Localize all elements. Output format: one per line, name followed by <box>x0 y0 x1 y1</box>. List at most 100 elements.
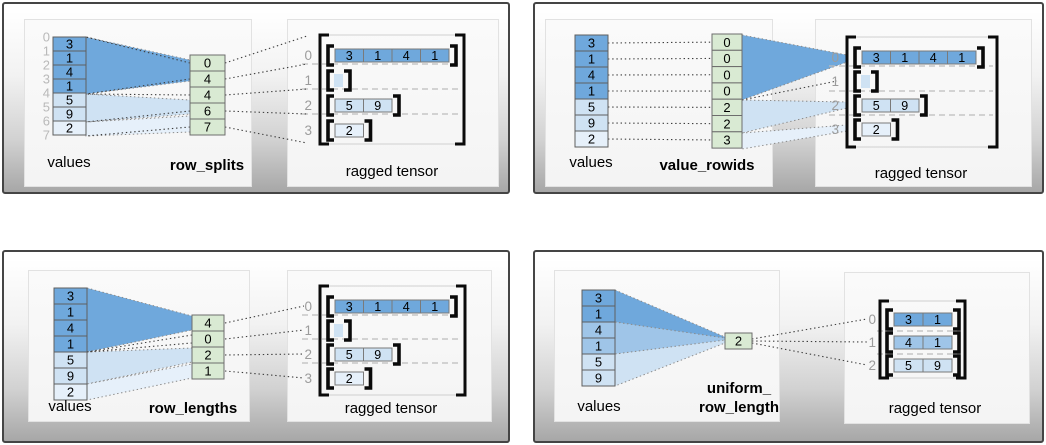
tensor-cell <box>861 122 891 137</box>
values-cell-value: 5 <box>588 100 595 115</box>
row-left-bracket <box>326 69 334 92</box>
value_rowids-cell-value: 0 <box>723 84 730 99</box>
tensor-cell <box>890 98 920 113</box>
row-right-bracket <box>393 94 401 117</box>
row-right-bracket <box>450 295 458 318</box>
tensor-cell-value: 2 <box>873 123 880 137</box>
tensor-cell-value: 1 <box>934 313 941 327</box>
mapping-funnel <box>741 99 848 134</box>
dotted-connector <box>751 318 868 340</box>
values-offset-index: 4 <box>43 86 50 101</box>
values-cell-value: 1 <box>588 52 595 67</box>
row_lengths-cell <box>191 362 225 380</box>
row-right-bracket <box>364 119 373 142</box>
tensor-row-index: 1 <box>831 74 839 89</box>
values-cell <box>53 383 88 401</box>
tensor-row-index: 3 <box>304 123 312 138</box>
values-cell-value: 1 <box>595 307 602 322</box>
value_rowids-cell-value: 0 <box>723 35 730 50</box>
row-left-bracket <box>885 354 893 377</box>
tensor-cell-value: 3 <box>873 51 880 65</box>
row-left-bracket <box>885 331 893 354</box>
dotted-connector <box>224 305 305 324</box>
value_rowids-cell-value: 2 <box>723 100 730 115</box>
row_splits-cell-value: 4 <box>204 72 211 87</box>
row-right-bracket <box>871 70 879 93</box>
tensor-row-index: 3 <box>304 371 312 386</box>
dotted-connector <box>85 110 191 123</box>
tensor-cell-value: 4 <box>905 336 912 350</box>
uniform_row_length-cell <box>724 332 753 350</box>
values-cell-value: 2 <box>67 385 74 400</box>
tensor-row-index: 1 <box>304 73 312 88</box>
dotted-connector <box>85 93 191 96</box>
tensor-cell <box>947 50 977 65</box>
values-cell-value: 5 <box>67 353 74 368</box>
row_lengths-cell-value: 1 <box>204 364 211 379</box>
dotted-connector <box>85 126 191 137</box>
tensor-cell-value: 3 <box>905 313 912 327</box>
values-cell-value: 9 <box>66 107 73 122</box>
tensor-cell-value: 9 <box>374 348 381 362</box>
tensor-cell <box>334 371 364 386</box>
value_rowids-cell-value: 0 <box>723 67 730 82</box>
dotted-connector <box>85 78 191 95</box>
tensor-row-index: 1 <box>304 323 312 338</box>
tensor-cell-value: 4 <box>403 49 410 63</box>
values-offset-index: 0 <box>43 30 50 45</box>
dotted-connector <box>224 110 308 115</box>
dotted-connector <box>224 353 305 356</box>
values-cell-value: 4 <box>66 65 73 80</box>
constructor-label: uniform_ <box>707 380 772 397</box>
values-label: values <box>48 398 91 415</box>
mapping-funnel <box>741 34 848 101</box>
tensor-cell <box>363 347 393 362</box>
mapping-funnel <box>86 287 193 353</box>
tensor-label: ragged tensor <box>875 165 968 182</box>
empty-row-fill <box>861 75 870 88</box>
row-left-bracket <box>853 46 861 69</box>
values-cell-value: 4 <box>67 321 74 336</box>
values-cell-value: 3 <box>588 36 595 51</box>
constructor-label: row_length <box>699 399 779 416</box>
row_splits-cell <box>189 118 226 136</box>
row_splits-cell-value: 7 <box>204 120 211 135</box>
tensor-left-bracket <box>318 33 329 146</box>
tensor-cell-value: 4 <box>930 51 937 65</box>
mapping-funnel <box>85 93 191 123</box>
row-right-bracket <box>920 94 928 117</box>
uniform_row_length-column: 2 <box>724 332 753 350</box>
mapping-funnel <box>741 124 848 150</box>
values-cell-value: 3 <box>66 37 73 52</box>
values-cell-value: 9 <box>588 116 595 131</box>
row_lengths-cell-value: 0 <box>204 332 211 347</box>
values-offset-index: 6 <box>43 114 50 129</box>
row-right-bracket <box>953 308 961 331</box>
values-offset-index: 1 <box>43 44 50 59</box>
row-left-bracket <box>326 295 334 318</box>
row-left-bracket <box>853 118 861 141</box>
dotted-connector <box>85 36 191 64</box>
tensor-cell-value: 1 <box>431 300 438 314</box>
tensor-cell-value: 9 <box>901 99 908 113</box>
values-cell-value: 2 <box>66 121 73 136</box>
mapping-funnel <box>614 339 726 387</box>
tensor-cell <box>420 299 450 314</box>
tensor-cell-value: 1 <box>958 51 965 65</box>
constructor-label: row_lengths <box>149 400 237 417</box>
value_rowids-cell-value: 3 <box>723 133 730 148</box>
tensor-cell-value: 1 <box>374 300 381 314</box>
row-left-bracket <box>326 367 334 390</box>
tensor-cell-value: 1 <box>934 336 941 350</box>
values-offset-index: 2 <box>43 58 50 73</box>
values-cell <box>52 120 87 136</box>
row-right-bracket <box>953 354 961 377</box>
